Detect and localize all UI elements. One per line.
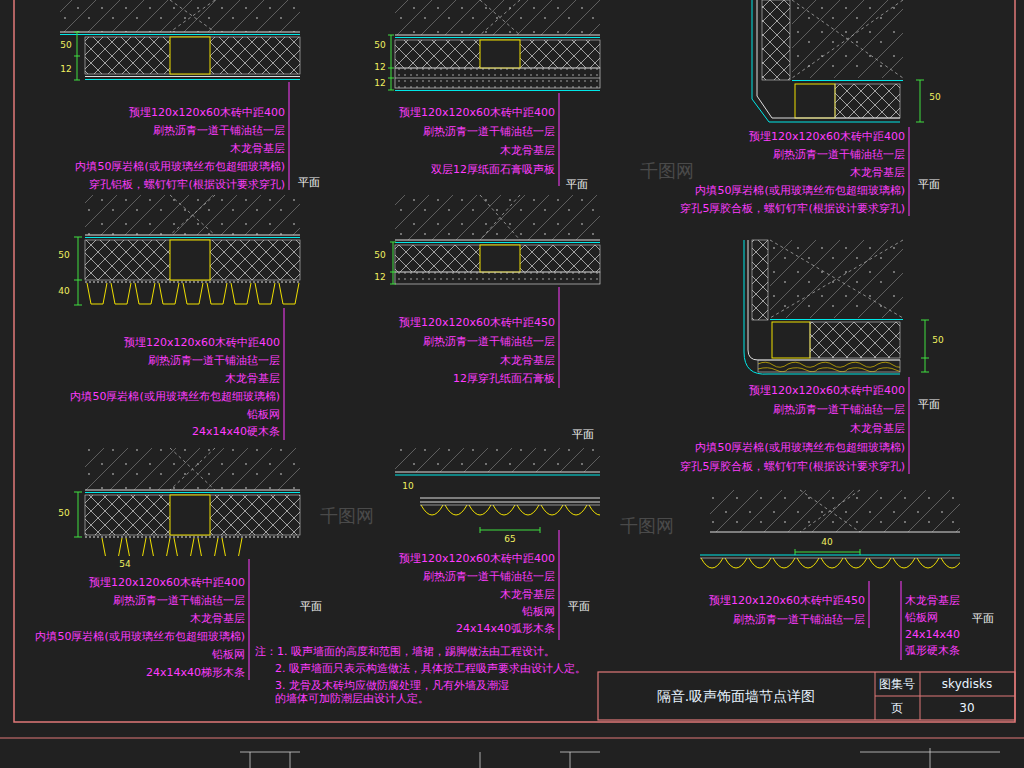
view-label: 平面 xyxy=(972,612,994,625)
watermark: 千图网 xyxy=(320,505,374,527)
dimension-text: 50 xyxy=(58,508,69,519)
note-text: 2. 吸声墙面只表示构造做法，具体按工程吸声要求由设计人定。 xyxy=(275,662,586,675)
callout-label: 木龙骨基层 xyxy=(850,422,905,435)
dimension-text: 50 xyxy=(58,250,69,261)
callout-label: 穿孔铝板，螺钉钉牢(根据设计要求穿孔) xyxy=(89,178,285,191)
dimension-text: 12 xyxy=(374,78,385,89)
callout-label: 预埋120x120x60木砖中距400 xyxy=(399,106,555,119)
callout-label: 双层12厚纸面石膏吸声板 xyxy=(431,163,555,176)
callout-label: 穿孔5厚胶合板，螺钉钉牢(根据设计要求穿孔) xyxy=(680,202,905,215)
callout-label: 预埋120x120x60木砖中距450 xyxy=(399,316,555,329)
callout-label: 刷热沥青一道干铺油毡一层 xyxy=(773,148,905,161)
view-label: 平面 xyxy=(572,428,594,441)
title-block-cell: skydisks xyxy=(942,677,992,691)
dimension-text: 50 xyxy=(374,250,385,261)
callout-label: 24x14x40弧形木条 xyxy=(456,622,555,635)
callout-label: 木龙骨基层 xyxy=(500,354,555,367)
callout-label: 木龙骨基层 xyxy=(230,142,285,155)
view-label: 平面 xyxy=(298,176,320,189)
view-label: 平面 xyxy=(568,600,590,613)
callout-label: 铅板网 xyxy=(247,408,280,421)
note-text: 注：1. 吸声墙面的高度和范围，墙裙，踢脚做法由工程设计。 xyxy=(255,645,555,658)
view-label: 平面 xyxy=(300,600,322,613)
dimension-text: 12 xyxy=(374,62,385,73)
callout-label: 预埋120x120x60木砖中距400 xyxy=(129,106,285,119)
view-label: 平面 xyxy=(918,178,940,191)
callout-label: 穿孔5厚胶合板，螺钉钉牢(根据设计要求穿孔) xyxy=(680,460,905,473)
callout-label: 刷热沥青一道干铺油毡一层 xyxy=(773,403,905,416)
callout-label: 木龙骨基层 xyxy=(500,144,555,157)
callout-label: 内填50厚岩棉(或用玻璃丝布包超细玻璃棉) xyxy=(35,630,245,643)
callout-label: 刷热沥青一道干铺油毡一层 xyxy=(423,335,555,348)
title-block-cell: 30 xyxy=(959,701,974,715)
callout-label: 木龙骨基层 xyxy=(500,588,555,601)
callout-label: 预埋120x120x60木砖中距400 xyxy=(749,130,905,143)
dimension-text: 10 xyxy=(402,481,413,492)
callout-label: 内填50厚岩棉(或用玻璃丝布包超细玻璃棉) xyxy=(695,184,905,197)
callout-label: 木龙骨基层 xyxy=(905,594,960,607)
callout-label: 内填50厚岩棉(或用玻璃丝布包超细玻璃棉) xyxy=(75,160,285,173)
callout-label: 预埋120x120x60木砖中距400 xyxy=(749,384,905,397)
note-text: 3. 龙骨及木砖均应做防腐处理，凡有外墙及潮湿的墙体可加防潮层由设计人定。 xyxy=(275,679,515,705)
callout-label: 刷热沥青一道干铺油毡一层 xyxy=(423,570,555,583)
callout-label: 内填50厚岩棉(或用玻璃丝布包超细玻璃棉) xyxy=(70,390,280,403)
callout-label: 24x14x40梯形木条 xyxy=(146,666,245,679)
dimension-text: 50 xyxy=(374,40,385,51)
dimension-text: 12 xyxy=(374,272,385,283)
view-label: 平面 xyxy=(566,178,588,191)
callout-label: 预埋120x120x60木砖中距400 xyxy=(399,552,555,565)
watermark: 千图网 xyxy=(620,515,674,537)
view-label: 平面 xyxy=(918,398,940,411)
callout-label: 24x14x40硬木条 xyxy=(192,425,280,438)
callout-label: 铅板网 xyxy=(212,648,245,661)
callout-label: 预埋120x120x60木砖中距400 xyxy=(89,576,245,589)
callout-label: 12厚穿孔纸面石膏板 xyxy=(453,372,555,385)
callout-label: 预埋120x120x60木砖中距400 xyxy=(124,336,280,349)
title-block-cell: 页 xyxy=(891,701,903,715)
callout-label: 刷热沥青一道干铺油毡一层 xyxy=(423,125,555,138)
dimension-text: 12 xyxy=(60,64,71,75)
callout-label: 24x14x40 xyxy=(905,628,960,641)
callout-label: 木龙骨基层 xyxy=(190,612,245,625)
callout-label: 预埋120x120x60木砖中距450 xyxy=(709,594,865,607)
dimension-text: 40 xyxy=(58,286,69,297)
callout-label: 刷热沥青一道干铺油毡一层 xyxy=(153,124,285,137)
dimension-text: 54 xyxy=(119,559,130,570)
watermark: 千图网 xyxy=(640,160,694,182)
callout-label: 木龙骨基层 xyxy=(225,372,280,385)
title-block-cell: 图集号 xyxy=(879,677,915,691)
callout-label: 铅板网 xyxy=(522,605,555,618)
callout-label: 刷热沥青一道干铺油毡一层 xyxy=(733,613,865,626)
callout-label: 铅板网 xyxy=(905,611,938,624)
dimension-text: 50 xyxy=(60,40,71,51)
callout-label: 内填50厚岩棉(或用玻璃丝布包超细玻璃棉) xyxy=(695,441,905,454)
dimension-text: 40 xyxy=(821,537,832,548)
dimension-text: 50 xyxy=(929,92,940,103)
callout-label: 刷热沥青一道干铺油毡一层 xyxy=(113,594,245,607)
dimension-text: 65 xyxy=(504,534,515,545)
dimension-text: 50 xyxy=(932,335,943,346)
callout-label: 弧形硬木条 xyxy=(905,644,960,657)
drawing-title: 隔音.吸声饰面墙节点详图 xyxy=(657,688,815,705)
callout-label: 木龙骨基层 xyxy=(850,166,905,179)
callout-label: 刷热沥青一道干铺油毡一层 xyxy=(148,354,280,367)
